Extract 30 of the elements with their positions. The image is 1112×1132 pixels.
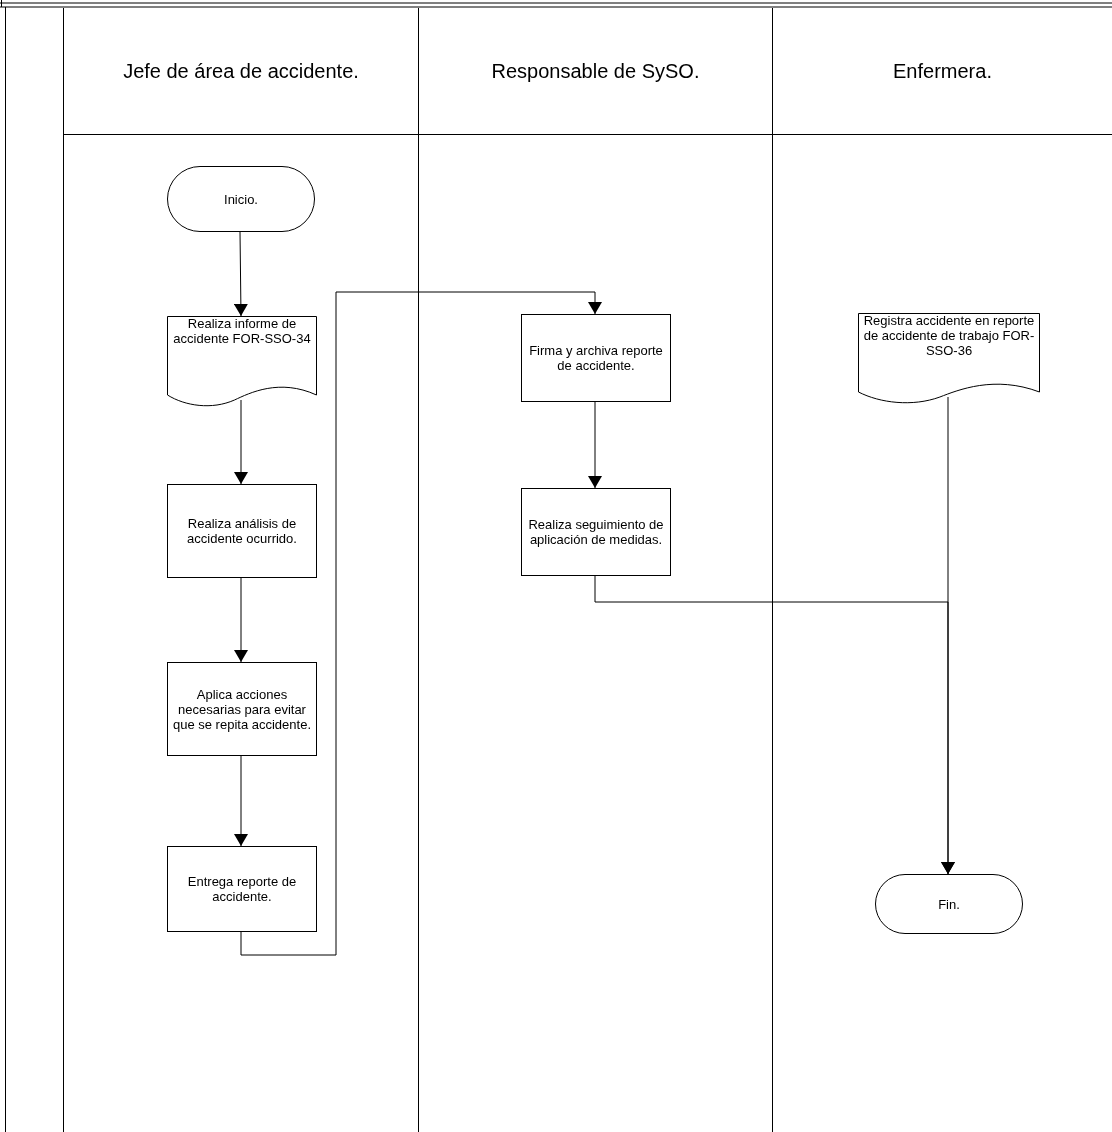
step-text: Registra accidente en reporte de accidente de trabajo FOR-SSO-36 <box>862 313 1036 358</box>
step-text: Aplica acciones necesarias para evitar que se repita accidente. <box>171 686 312 732</box>
swimlane <box>772 8 1112 1132</box>
process-box <box>167 846 317 932</box>
process-box <box>521 314 671 402</box>
step-text: Inicio. <box>223 191 259 207</box>
step-text: Realiza informe de accidente FOR-SSO-34 <box>172 316 312 346</box>
swimlane <box>63 8 418 1132</box>
arrow <box>240 291 602 956</box>
arrow <box>941 396 955 875</box>
swimlane <box>418 8 772 1132</box>
arrow <box>234 577 248 663</box>
arrow <box>233 231 248 317</box>
step-text: Realiza análisis de accidente ocurrido. <box>186 516 298 546</box>
process-box <box>167 662 317 756</box>
terminal-shape <box>875 874 1023 934</box>
step-text: Fin. <box>937 896 961 912</box>
lane-header: Jefe de área de accidente. <box>123 59 359 83</box>
process-box <box>521 488 671 576</box>
step-text: Firma y archiva reporte de accidente. <box>528 343 664 373</box>
arrow <box>234 755 248 847</box>
lane-header: Enfermera. <box>893 59 992 83</box>
process-box <box>167 484 317 578</box>
arrow <box>234 399 248 485</box>
step-text: Entrega reporte de accidente. <box>186 874 298 904</box>
arrow <box>588 401 602 489</box>
lane-header: Responsable de SySO. <box>491 59 700 83</box>
step-text: Realiza seguimiento de aplicación de medidas. <box>527 517 665 547</box>
document-shape <box>858 313 1040 405</box>
document-shape <box>167 316 317 408</box>
